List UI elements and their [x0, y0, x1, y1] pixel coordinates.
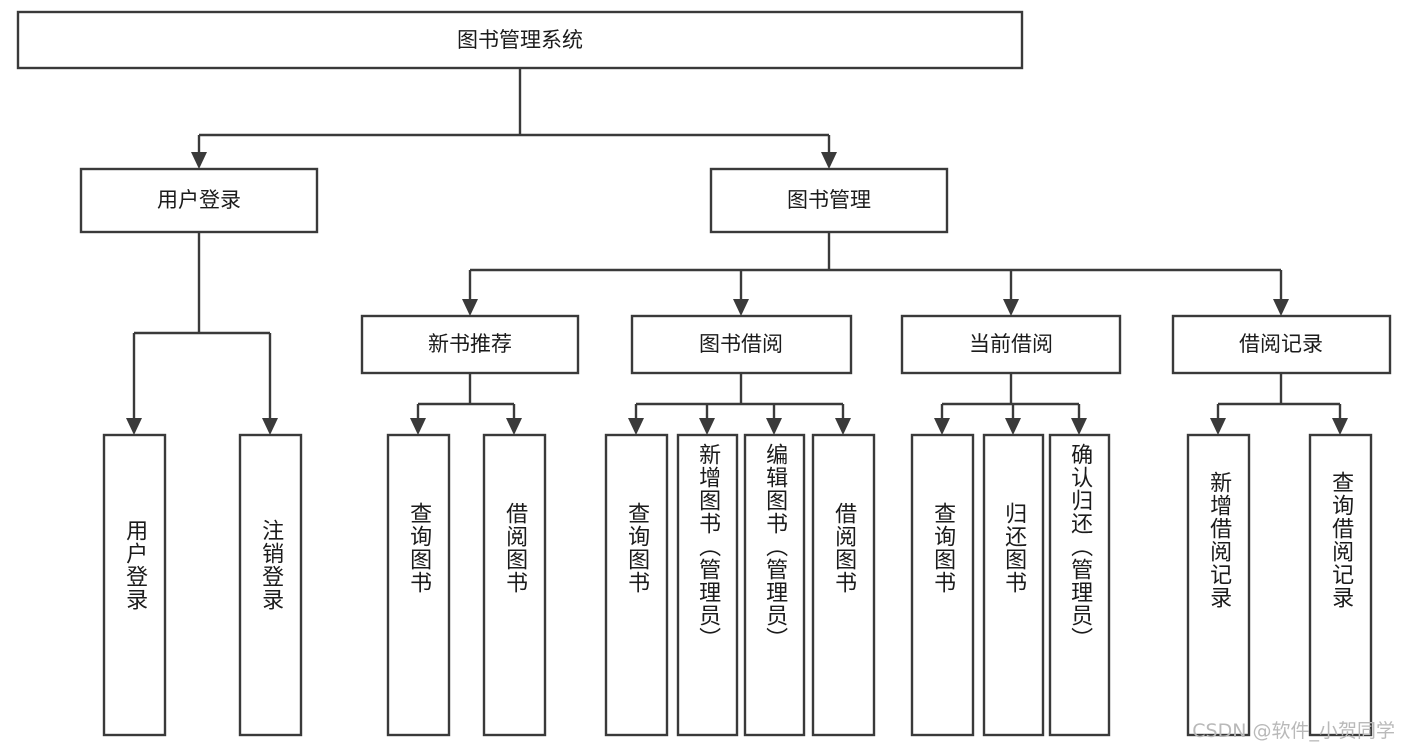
arrowhead-leaf-br-query [1332, 418, 1348, 435]
leaf-box-bb-edit-book[interactable] [743, 433, 806, 737]
arrowhead-to-book-borrow [733, 299, 749, 316]
leaf-box-bb-add-book[interactable] [676, 433, 739, 737]
arrowhead-leaf-br-add [1210, 418, 1226, 435]
arrowhead-leaf-logout [262, 418, 278, 435]
node-book-borrow[interactable]: 图书借阅 [630, 314, 853, 375]
node-root-label: 图书管理系统 [457, 28, 583, 52]
arrowhead-to-current-borrow [1003, 299, 1019, 316]
node-book-borrow-box[interactable] [630, 314, 853, 375]
arrowhead-leaf-bb-edit [766, 418, 782, 435]
node-book-management[interactable]: 图书管理 [709, 167, 949, 234]
leaf-box-user-login[interactable] [102, 433, 167, 737]
leaf-box-cb-confirm-return[interactable] [1048, 433, 1111, 737]
arrowhead-to-borrow-record [1273, 299, 1289, 316]
arrowhead-to-user-login [191, 152, 207, 169]
node-book-management-box[interactable] [709, 167, 949, 234]
leaf-box-cb-return-book[interactable] [982, 433, 1045, 737]
connectors-root-to-level2 [191, 68, 837, 169]
leaf-box-bb-borrow-book[interactable] [811, 433, 876, 737]
connectors-bookmgmt-to-level3 [462, 232, 1289, 316]
leaf-box-br-add-record[interactable] [1186, 433, 1251, 737]
node-user-login[interactable]: 用户登录 [79, 167, 319, 234]
arrowhead-leaf-cb-confirm [1071, 418, 1087, 435]
connectors-borrowrecord-to-leaves [1210, 373, 1348, 435]
leaf-box-logout[interactable] [238, 433, 303, 737]
leaf-boxes [102, 433, 1373, 737]
node-root-box[interactable] [16, 10, 1024, 70]
node-current-borrow-label: 当前借阅 [969, 332, 1053, 356]
arrowhead-leaf-nb-query [410, 418, 426, 435]
node-new-book-recommend-box[interactable] [360, 314, 580, 375]
leaf-box-br-query-record[interactable] [1308, 433, 1373, 737]
leaf-box-bb-query-book[interactable] [604, 433, 669, 737]
arrowhead-leaf-bb-add [699, 418, 715, 435]
node-borrow-record-label: 借阅记录 [1239, 332, 1323, 356]
node-borrow-record[interactable]: 借阅记录 [1171, 314, 1392, 375]
connectors-newbook-to-leaves [410, 373, 522, 435]
arrowhead-leaf-cb-query [934, 418, 950, 435]
arrowhead-leaf-cb-return [1005, 418, 1021, 435]
connectors-userlogin-to-leaves [126, 232, 278, 435]
node-user-login-box[interactable] [79, 167, 319, 234]
arrowhead-leaf-user-login [126, 418, 142, 435]
node-borrow-record-box[interactable] [1171, 314, 1392, 375]
node-new-book-recommend-label: 新书推荐 [428, 332, 512, 356]
connectors-currentborrow-to-leaves [934, 373, 1087, 435]
node-book-borrow-label: 图书借阅 [699, 332, 783, 356]
arrowhead-leaf-nb-borrow [506, 418, 522, 435]
connectors-bookborrow-to-leaves [628, 373, 851, 435]
node-book-management-label: 图书管理 [787, 188, 871, 212]
node-current-borrow-box[interactable] [900, 314, 1122, 375]
node-new-book-recommend[interactable]: 新书推荐 [360, 314, 580, 375]
node-current-borrow[interactable]: 当前借阅 [900, 314, 1122, 375]
node-user-login-label: 用户登录 [157, 188, 241, 212]
arrowhead-to-new-book [462, 299, 478, 316]
leaf-box-cb-query-book[interactable] [910, 433, 975, 737]
node-root[interactable]: 图书管理系统 [16, 10, 1024, 70]
arrowhead-leaf-bb-query [628, 418, 644, 435]
arrowhead-leaf-bb-borrow [835, 418, 851, 435]
leaf-box-nb-borrow-book[interactable] [482, 433, 547, 737]
arrowhead-to-book-mgmt [821, 152, 837, 169]
leaf-box-nb-query-book[interactable] [386, 433, 451, 737]
